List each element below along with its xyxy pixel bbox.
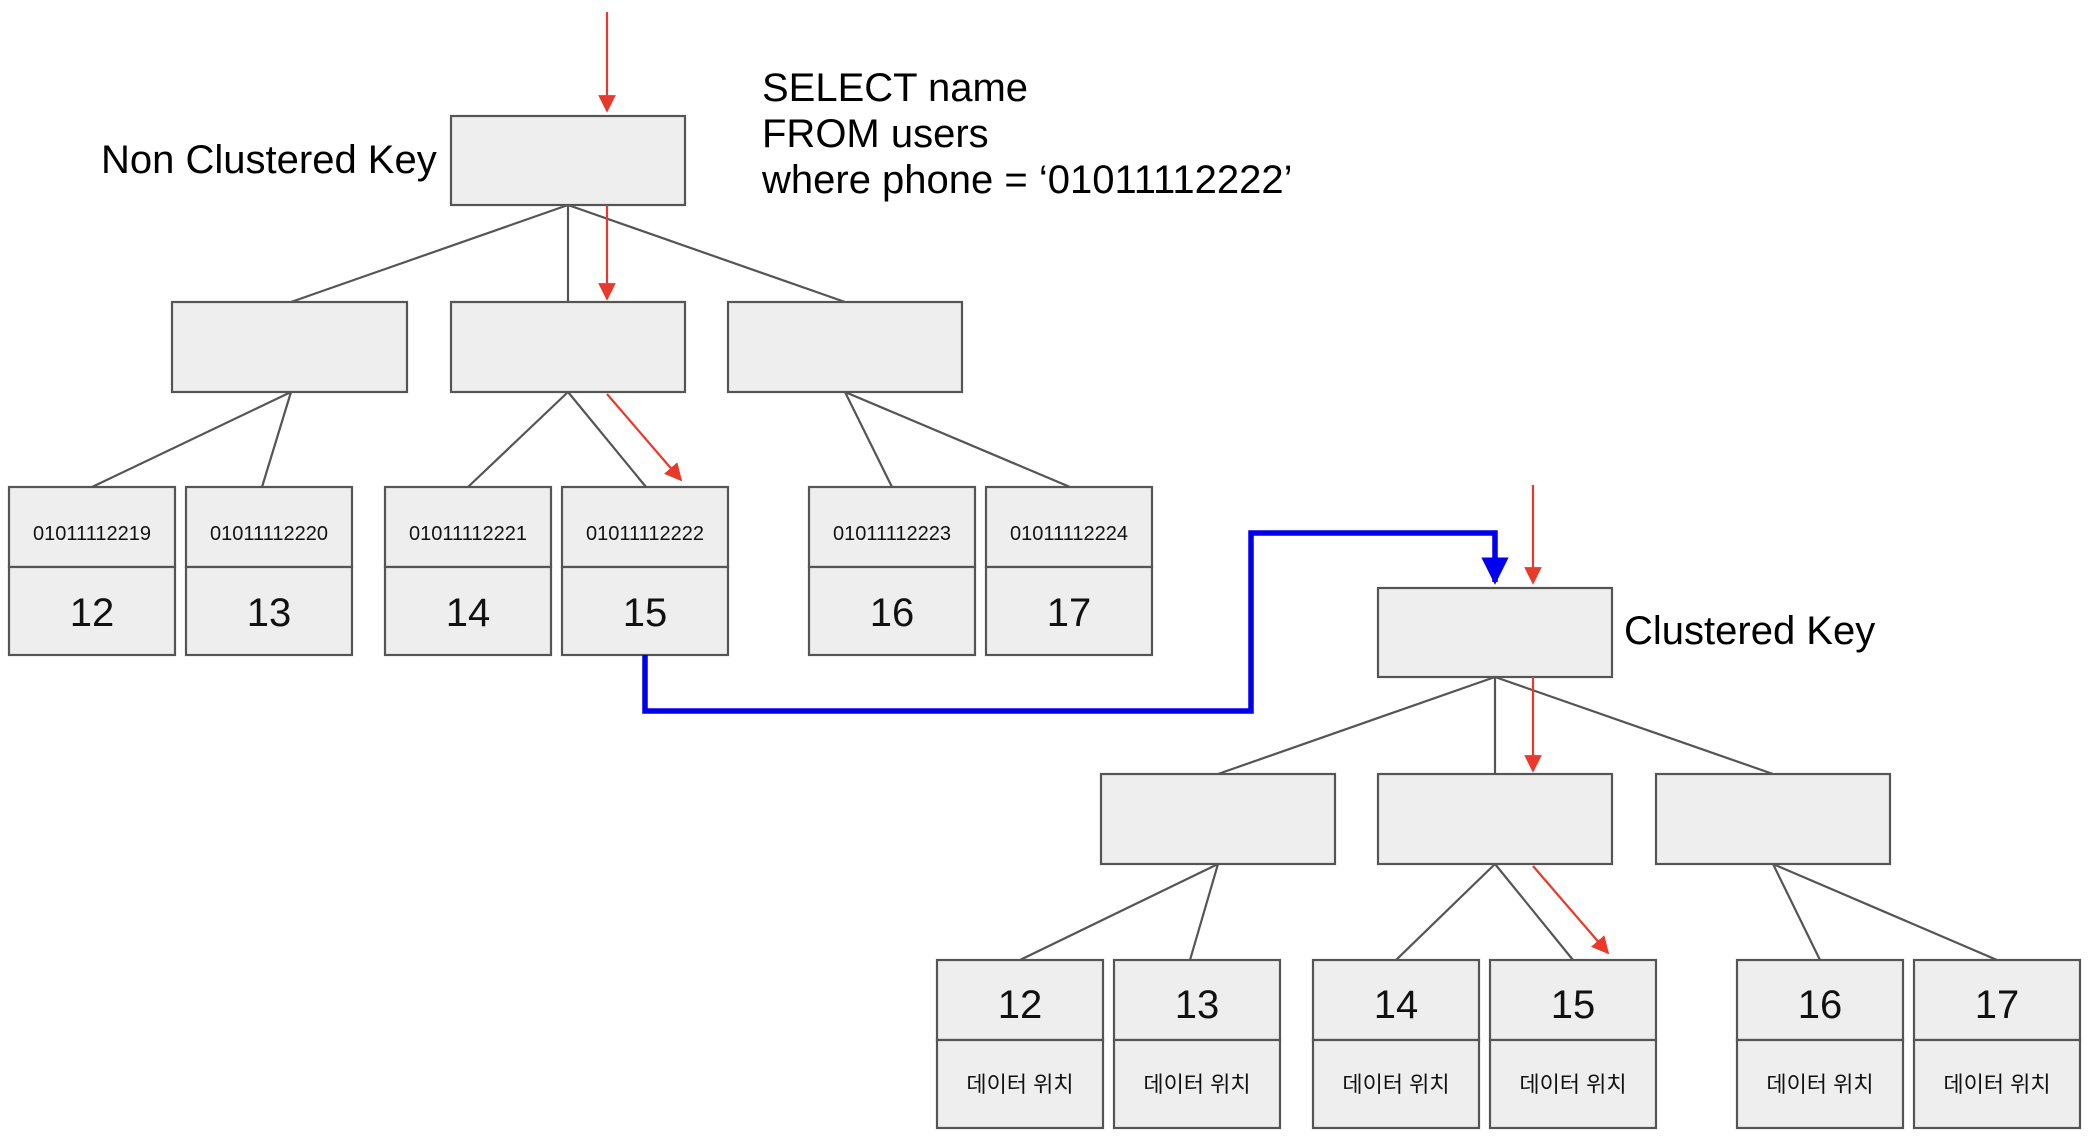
c-edge <box>1772 862 1998 962</box>
nc-leaf-node <box>184 485 354 657</box>
nc-leaf-key: 01011112221 <box>409 523 527 545</box>
c-leaf-value: 데이터 위치 <box>966 1072 1073 1097</box>
sql-query: SELECT name FROM users where phone = ‘01… <box>762 65 1292 203</box>
nc-search-arrow <box>606 393 683 482</box>
nc-leaf-value: 15 <box>623 591 668 635</box>
nc-leaf-key: 01011112222 <box>586 523 704 545</box>
c-leaf-node <box>1488 958 1658 1130</box>
nc-leaf-node <box>383 485 553 657</box>
nc-leaf-key: 01011112220 <box>210 523 328 545</box>
c-leaf-node <box>1735 958 1905 1130</box>
clustered-tree <box>1019 675 1998 962</box>
c-leaf-key: 12 <box>998 983 1043 1027</box>
nc-leaf-node <box>7 485 177 657</box>
c-edge <box>1217 675 1496 776</box>
c-edge <box>1019 863 1219 961</box>
c-internal-node <box>1376 772 1614 866</box>
nc-edge <box>290 203 569 304</box>
nc-root-node <box>449 114 687 207</box>
nc-leaf-key: 01011112223 <box>833 523 951 545</box>
sql-line: where phone = ‘01011112222’ <box>762 158 1293 202</box>
nc-leaf-value: 14 <box>446 591 491 635</box>
nc-edge <box>844 391 893 488</box>
c-root-node <box>1376 586 1614 679</box>
c-leaf-key: 15 <box>1551 983 1596 1027</box>
clustered-key-label: Clustered Key <box>1624 609 1876 653</box>
clustered-nodes <box>935 586 2082 1130</box>
c-search-path <box>1524 485 1610 955</box>
nc-leaf-value: 13 <box>247 591 292 635</box>
c-leaf-node <box>1112 958 1282 1130</box>
sql-line: SELECT name <box>762 66 1029 110</box>
nc-leaf-node <box>984 485 1154 657</box>
nonclustered-nodes <box>7 114 1154 657</box>
c-leaf-key: 16 <box>1798 983 1843 1027</box>
nc-edge <box>467 391 569 488</box>
c-leaf-value: 데이터 위치 <box>1943 1072 2050 1097</box>
lookup-link-arrow <box>642 530 1509 714</box>
nonclustered-key-label: Non Clustered Key <box>101 138 437 182</box>
c-leaf-node <box>1311 958 1481 1130</box>
nc-leaf-value: 17 <box>1047 591 1092 635</box>
nc-leaf-node <box>560 485 730 657</box>
nc-leaf-key: 01011112219 <box>33 523 151 545</box>
clustered-leaf-text: 12 데이터 위치 13 데이터 위치 14 데이터 위치 15 데이터 위치 … <box>966 983 2050 1097</box>
c-leaf-key: 14 <box>1374 983 1419 1027</box>
c-edge <box>1188 863 1220 961</box>
nonclustered-tree <box>91 203 1071 489</box>
c-leaf-value: 데이터 위치 <box>1143 1072 1250 1097</box>
c-internal-node <box>1654 772 1892 866</box>
c-edge <box>1494 675 1774 776</box>
c-leaf-node <box>1912 958 2082 1130</box>
nc-internal-node <box>726 300 964 394</box>
sql-line: FROM users <box>762 112 989 156</box>
nc-edge <box>91 391 292 488</box>
c-leaf-key: 13 <box>1175 983 1220 1027</box>
nc-leaf-value: 16 <box>870 591 915 635</box>
c-leaf-value: 데이터 위치 <box>1342 1072 1449 1097</box>
nonclustered-leaf-text: 01011112219 12 01011112220 13 0101111222… <box>33 523 1128 635</box>
nc-edge <box>260 391 293 488</box>
nc-internal-node <box>170 300 409 394</box>
nc-leaf-node <box>807 485 977 657</box>
c-edge <box>1772 863 1821 961</box>
c-leaf-value: 데이터 위치 <box>1766 1072 1873 1097</box>
nc-edge <box>567 203 846 304</box>
nc-search-path <box>598 12 683 482</box>
nc-internal-node <box>449 300 687 394</box>
c-edge <box>1494 863 1574 961</box>
nc-leaf-value: 12 <box>70 591 115 635</box>
c-search-arrow <box>1532 865 1610 955</box>
c-edge <box>1395 863 1496 961</box>
nc-leaf-key: 01011112224 <box>1010 523 1128 545</box>
c-leaf-key: 17 <box>1975 983 2020 1027</box>
c-internal-node <box>1099 772 1337 866</box>
nc-edge <box>844 390 1071 489</box>
c-leaf-node <box>935 958 1105 1130</box>
c-leaf-value: 데이터 위치 <box>1519 1072 1626 1097</box>
nc-edge <box>567 391 647 488</box>
